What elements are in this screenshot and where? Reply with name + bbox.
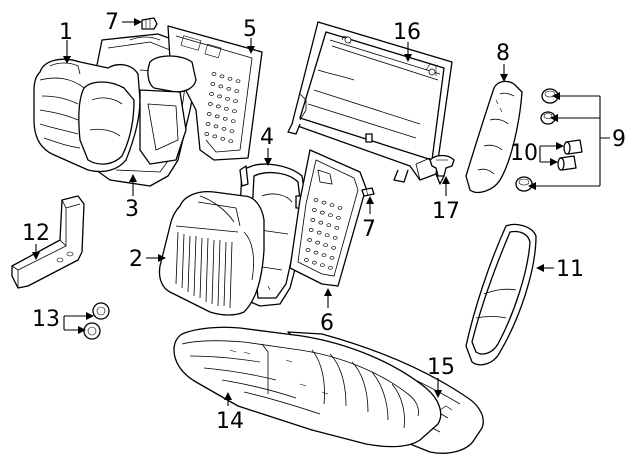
grommets xyxy=(83,302,110,340)
perforation-hole xyxy=(232,109,237,114)
perforation-hole xyxy=(222,116,228,121)
perforation-hole xyxy=(328,265,333,270)
perforation-hole xyxy=(312,260,317,265)
perforation-hole xyxy=(320,210,325,215)
perforation-hole xyxy=(321,200,327,205)
perforation-hole xyxy=(221,126,227,131)
perforation-hole xyxy=(226,86,232,91)
perforation-hole xyxy=(321,253,327,258)
perforation-hole xyxy=(233,99,238,104)
perforation-hole xyxy=(210,82,216,86)
perforation-hole xyxy=(209,92,214,96)
perforation-hole xyxy=(208,102,213,106)
perforation-hole xyxy=(204,132,210,136)
perforation-hole xyxy=(320,263,325,268)
perforation-hole xyxy=(219,74,225,79)
perforation-hole xyxy=(308,228,314,232)
seatback-frame-left-headrest xyxy=(139,55,197,165)
perforation-hole xyxy=(328,213,333,218)
perforation-hole xyxy=(212,134,218,139)
perforation-hole xyxy=(216,104,221,109)
perforation-hole xyxy=(305,248,311,252)
armrest-bracket xyxy=(11,195,85,289)
perforation-hole xyxy=(307,238,312,242)
perforation-hole xyxy=(214,114,220,119)
perforation-hole xyxy=(235,79,241,84)
perforation-hole xyxy=(310,218,316,222)
perforation-hole xyxy=(315,240,320,245)
perforation-hole xyxy=(205,122,211,126)
callout-5: 5 xyxy=(243,17,257,42)
panel-perforations xyxy=(304,198,343,270)
clip-top xyxy=(141,17,158,30)
stopper-pads xyxy=(557,139,583,171)
perforation-hole xyxy=(220,136,226,141)
callout-14: 14 xyxy=(216,409,244,434)
perforation-hole xyxy=(213,124,219,129)
perforation-hole xyxy=(313,250,319,255)
callout-2: 2 xyxy=(129,247,143,272)
perforation-hole xyxy=(318,220,324,225)
callout-16: 16 xyxy=(393,20,421,45)
panel-perforations xyxy=(204,72,241,144)
callout-3: 3 xyxy=(125,197,139,222)
perforation-hole xyxy=(331,245,336,250)
perforation-hole xyxy=(229,129,235,134)
callout-numbers: 1 7 5 16 8 9 10 3 4 7 17 2 6 11 12 13 14… xyxy=(22,10,626,434)
perforation-hole xyxy=(313,198,319,202)
perforation-hole xyxy=(228,139,234,144)
callout-7-top: 7 xyxy=(105,10,119,35)
callout-7-right: 7 xyxy=(362,217,376,242)
callout-1: 1 xyxy=(59,20,73,45)
perforation-hole xyxy=(227,76,233,81)
perforation-hole xyxy=(312,208,317,212)
callout-4: 4 xyxy=(260,125,274,150)
perforation-hole xyxy=(230,119,236,124)
perforation-hole xyxy=(324,233,330,238)
perforation-hole xyxy=(316,230,322,235)
seatback-panel-left xyxy=(167,25,263,161)
perforation-hole xyxy=(337,205,343,210)
callout-10: 10 xyxy=(510,141,538,166)
callout-15: 15 xyxy=(427,355,455,380)
perforation-hole xyxy=(329,255,335,260)
seatback-panel-right xyxy=(289,149,367,287)
pass-through-frame xyxy=(287,21,453,185)
striker-bolt xyxy=(429,154,455,177)
perforation-hole xyxy=(218,84,224,89)
perforation-hole xyxy=(225,96,230,101)
perforation-hole xyxy=(217,94,222,99)
side-bolster xyxy=(465,80,523,194)
perforation-hole xyxy=(234,89,240,94)
perforation-hole xyxy=(206,112,212,116)
seat-cushion xyxy=(173,326,442,448)
perforation-hole xyxy=(323,243,328,248)
callout-13: 13 xyxy=(32,307,60,332)
callout-11: 11 xyxy=(556,257,584,282)
leader-lines xyxy=(32,18,610,406)
callout-17: 17 xyxy=(432,199,460,224)
perforation-hole xyxy=(332,235,338,240)
callout-12: 12 xyxy=(22,221,50,246)
clip-right xyxy=(361,187,375,197)
callout-6: 6 xyxy=(320,311,334,336)
perforation-hole xyxy=(336,215,341,220)
side-bolster-cover xyxy=(465,223,537,366)
perforation-hole xyxy=(334,225,340,230)
perforation-hole xyxy=(304,258,309,262)
round-bumpers xyxy=(515,88,559,192)
callout-8: 8 xyxy=(496,41,510,66)
perforation-hole xyxy=(329,203,335,208)
seatback-cushion-left xyxy=(33,58,141,173)
callout-9: 9 xyxy=(612,127,626,152)
perforation-hole xyxy=(326,223,332,228)
seatback-cushion-right xyxy=(158,190,265,316)
perforation-hole xyxy=(211,72,217,76)
perforation-hole xyxy=(224,106,229,111)
